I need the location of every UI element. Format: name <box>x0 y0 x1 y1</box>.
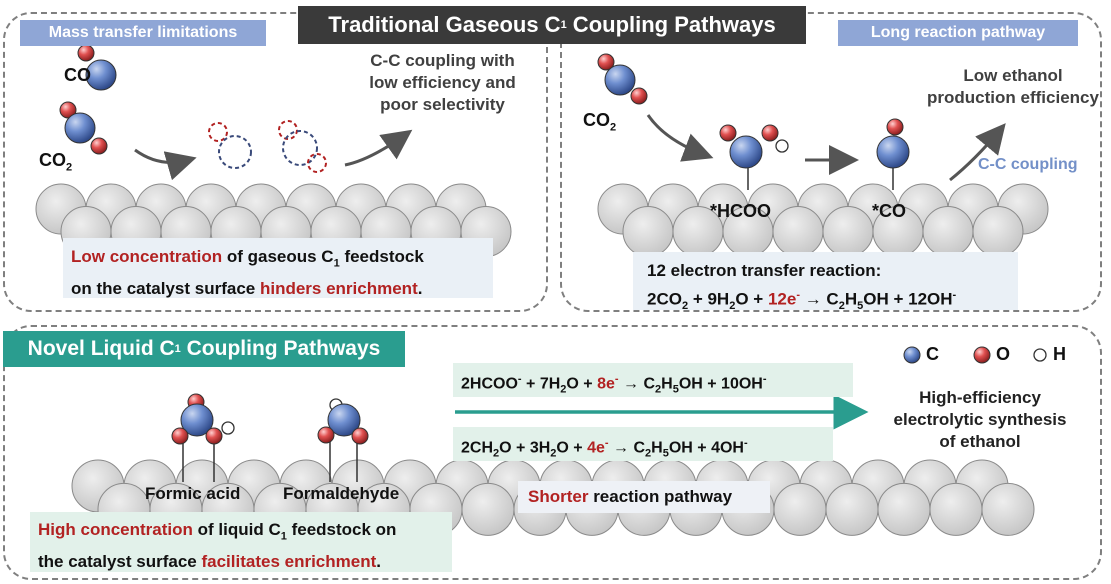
catalyst-surface-left <box>35 183 512 257</box>
legend-hydrogen-label: H <box>1053 344 1066 364</box>
equation-formaldehyde: 2CH2O + 3H2O + 4e- → C2H5OH + 4OH- <box>453 427 833 461</box>
dashed-molecules <box>208 120 327 173</box>
legend-oxygen-label: O <box>996 344 1011 364</box>
legend-carbon-icon <box>903 346 921 364</box>
bottom-info-box: High concentration of liquid C1 feedstoc… <box>30 512 452 572</box>
arrow-left-2 <box>344 129 413 167</box>
equation-formate: 2HCOO- + 7H2O + 8e- → C2H5OH + 10OH- <box>453 363 853 397</box>
tag-mass-transfer: Mass transfer limitations <box>20 20 266 46</box>
legend-hydrogen-icon <box>1033 348 1047 362</box>
co2-label-left: CO2 <box>39 150 73 174</box>
legend-oxygen-icon <box>973 346 991 364</box>
co2-molecule-left <box>59 101 108 155</box>
legend-carbon-label: C <box>926 344 939 364</box>
arrow-right-1 <box>646 114 714 162</box>
co-adsorbate <box>876 118 910 190</box>
formic-acid-molecule <box>171 393 235 482</box>
surface-atom <box>981 482 1035 536</box>
shorter-pathway-box: Shorter reaction pathway <box>518 481 770 513</box>
right-info-box: 12 electron transfer reaction: 2CO2 + 9H… <box>633 252 1018 312</box>
co2-molecule-right <box>597 53 648 105</box>
cc-coupling-label: C-C coupling <box>978 156 1078 173</box>
left-panel <box>3 12 548 312</box>
co-label: CO <box>64 65 91 85</box>
arrow-right-3 <box>949 123 1006 182</box>
catalyst-surface-right <box>597 183 1049 257</box>
left-info-box: Low concentration of gaseous C1 feedstoc… <box>63 238 493 298</box>
formaldehyde-molecule <box>317 398 369 482</box>
note-low-ethanol: Low ethanol production efficiency <box>927 66 1099 107</box>
co-molecule <box>77 44 117 91</box>
co2-label-right: CO2 <box>583 110 617 134</box>
formaldehyde-label: Formaldehyde <box>283 484 400 503</box>
note-high-efficiency: High-efficiency electrolytic synthesis o… <box>893 388 1067 451</box>
note-cc-coupling: C-C coupling with low efficiency and poo… <box>369 51 516 114</box>
tag-long-pathway: Long reaction pathway <box>838 20 1078 46</box>
hcoo-adsorbate <box>719 124 789 190</box>
co-ads-label: *CO <box>872 201 907 221</box>
hcoo-label: *HCOO <box>710 201 772 221</box>
arrow-left-1 <box>134 148 197 181</box>
formic-acid-label: Formic acid <box>145 484 241 503</box>
right-panel <box>560 12 1102 312</box>
bottom-panel <box>3 325 1102 580</box>
